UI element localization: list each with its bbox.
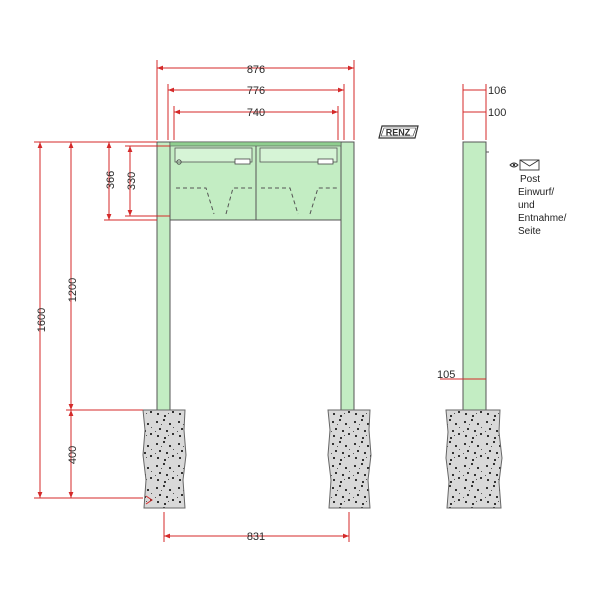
label-side-depth-outer: 106 [488, 85, 506, 97]
label-height-box-inner: 330 [126, 172, 138, 190]
side-label-line-2: Einwurf/ [518, 187, 554, 198]
side-label-line-1: Post [520, 174, 540, 185]
right-post [340, 141, 355, 413]
side-post [462, 141, 487, 413]
eye-letter-icon [509, 159, 540, 171]
label-side-depth-inner: 100 [488, 107, 506, 119]
label-side-post: 105 [437, 369, 455, 381]
dim-height-total: 1600 [34, 141, 157, 499]
label-height-base: 400 [67, 446, 79, 464]
dim-height-box-outer: 366 [104, 141, 157, 221]
label-height-box-outer: 366 [105, 171, 117, 189]
logo-text: RENZ [386, 128, 411, 138]
side-label-line-5: Seite [518, 226, 541, 237]
label-width-mid: 776 [247, 85, 265, 97]
dim-width-mid: 776 [167, 84, 345, 140]
left-post [156, 141, 171, 413]
door-left-lock [176, 159, 182, 165]
dim-width-inner: 740 [173, 106, 339, 140]
dim-base-spacing: 831 [163, 512, 350, 543]
label-width-overall: 876 [247, 64, 265, 76]
door-left-nameplate [234, 158, 251, 165]
label-height-upper: 1200 [67, 278, 79, 302]
label-width-inner: 740 [247, 107, 265, 119]
side-concrete-base [445, 409, 503, 509]
dim-height-base: 400 [67, 410, 79, 498]
side-label-line-4: Entnahme/ [518, 213, 567, 224]
base-corner-mark [145, 495, 153, 505]
label-base-spacing: 831 [247, 531, 265, 543]
right-concrete-base [327, 409, 372, 509]
front-view: 876 776 740 831 1600 [34, 60, 372, 543]
dim-side-depth-inner: 100 [463, 107, 506, 119]
dim-height-box-inner: 330 [125, 145, 170, 217]
side-view: 106 100 105 Post Einwurf/ und Entnahme/ … [437, 84, 567, 509]
mailbox-top-edge [169, 141, 342, 147]
dim-width-overall: 876 [156, 60, 355, 140]
door-right-slot-hidden [261, 187, 337, 215]
door-left-slot-hidden [176, 187, 252, 215]
label-height-total: 1600 [36, 308, 48, 332]
dim-side-depth-outer: 106 [462, 84, 506, 140]
side-label-line-3: und [518, 200, 535, 211]
door-right-nameplate [317, 158, 334, 165]
door-left-flap [174, 147, 253, 163]
renz-logo: RENZ [378, 125, 419, 139]
door-right-flap [259, 147, 338, 163]
dim-side-post: 105 [437, 369, 486, 381]
left-concrete-base [142, 409, 187, 509]
